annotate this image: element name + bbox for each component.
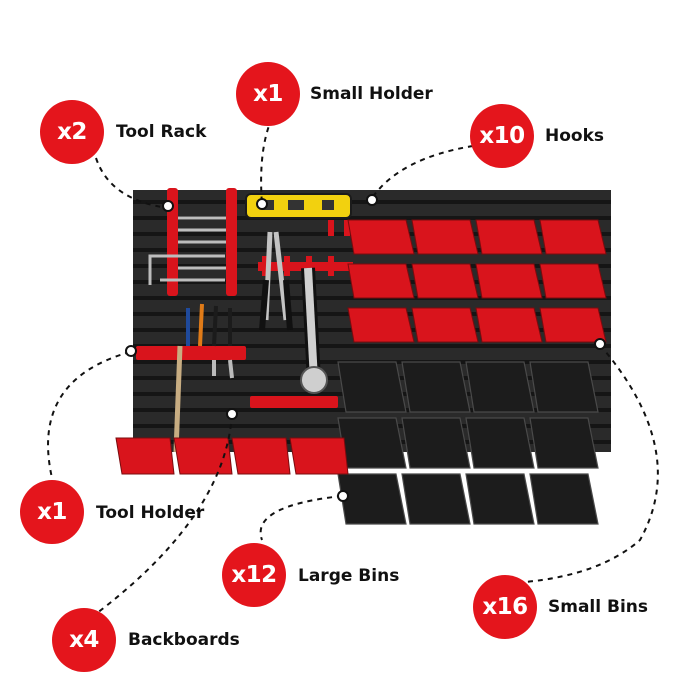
large-bin xyxy=(401,417,471,469)
large-bin xyxy=(337,473,407,525)
red-bin xyxy=(289,437,349,475)
small-bin xyxy=(347,307,415,343)
small-bin xyxy=(347,219,415,255)
tool-holder xyxy=(136,303,338,453)
small-bin xyxy=(347,263,415,299)
red-bin xyxy=(115,437,175,475)
hooks-qty-badge: x10 xyxy=(470,104,534,168)
small-holder xyxy=(245,193,352,219)
small-bin xyxy=(411,219,479,255)
large-bin xyxy=(465,361,535,413)
small-bin xyxy=(411,307,479,343)
small-bins-grid xyxy=(347,219,607,343)
small-bin xyxy=(539,307,607,343)
large-bin xyxy=(337,417,407,469)
large-bin xyxy=(401,473,471,525)
large-bin xyxy=(529,417,599,469)
bottom-red-bins xyxy=(115,437,349,475)
large-bins-grid xyxy=(337,361,599,525)
red-bin xyxy=(231,437,291,475)
large-bin xyxy=(465,473,535,525)
large-bin xyxy=(337,361,407,413)
red-bin xyxy=(173,437,233,475)
large-bin xyxy=(401,361,471,413)
large-bins-label: Large Bins xyxy=(298,566,400,586)
small-bin xyxy=(475,307,543,343)
small-bin xyxy=(539,219,607,255)
tool-rack-label: Tool Rack xyxy=(116,122,207,142)
small-bins-label: Small Bins xyxy=(548,597,649,617)
small-holder-qty-badge: x1 xyxy=(236,62,300,126)
tool-rack xyxy=(148,188,237,296)
tool-holder-qty-badge: x1 xyxy=(20,480,84,544)
large-bin xyxy=(529,473,599,525)
hooks-label: Hooks xyxy=(545,126,605,146)
backboard-slat xyxy=(133,216,611,220)
hooks-row xyxy=(258,220,353,276)
tool-rack-qty-badge: x2 xyxy=(40,100,104,164)
small-holder-label: Small Holder xyxy=(310,84,433,104)
connector-dots xyxy=(125,194,606,502)
small-bin xyxy=(475,263,543,299)
small-bins-qty-badge: x16 xyxy=(473,575,537,639)
tool-holder-label: Tool Holder xyxy=(96,503,205,523)
hand-tools xyxy=(259,231,328,394)
backboards-qty-badge: x4 xyxy=(52,608,116,672)
callout-connectors xyxy=(47,117,659,623)
small-bin xyxy=(475,219,543,255)
large-bin xyxy=(529,361,599,413)
large-bin xyxy=(465,417,535,469)
large-bins-qty-badge: x12 xyxy=(222,543,286,607)
small-bin xyxy=(539,263,607,299)
small-bin xyxy=(411,263,479,299)
backboards-label: Backboards xyxy=(128,630,240,650)
backboard-slat xyxy=(133,344,611,348)
